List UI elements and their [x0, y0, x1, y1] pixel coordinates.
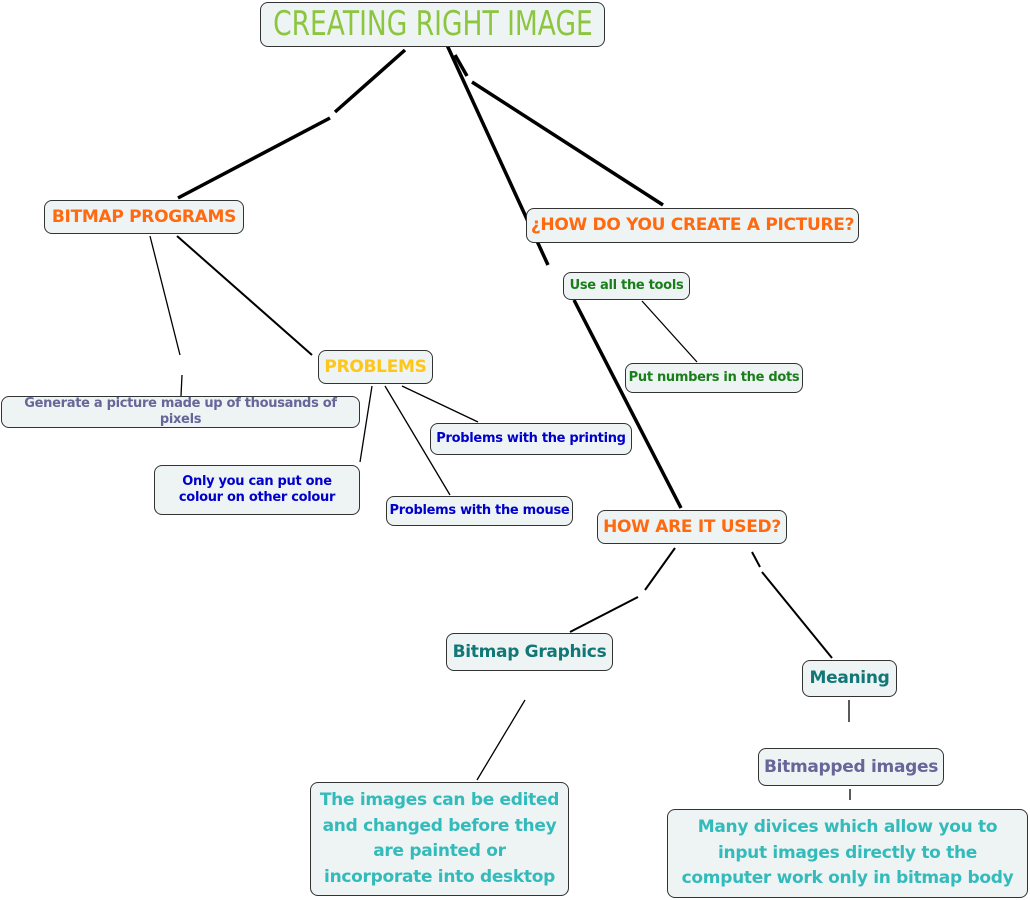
link-title-howcreate: [471, 80, 664, 207]
link-bitmap-problems: [176, 235, 313, 356]
link-howused-meaning: [751, 551, 761, 568]
node-how-used[interactable]: HOW ARE IT USED?: [597, 510, 787, 544]
node-meaning[interactable]: Meaning: [802, 660, 897, 697]
node-generate[interactable]: Generate a picture made up of thousands …: [1, 396, 360, 428]
link-bitmap-generate: [149, 235, 181, 356]
link-tools-numbers: [641, 300, 698, 363]
node-devices[interactable]: Many divices which allow you to input im…: [667, 809, 1028, 898]
link-title-bitmap: [333, 48, 407, 114]
node-use-tools[interactable]: Use all the tools: [563, 272, 690, 300]
root-node[interactable]: CREATING RIGHT IMAGE: [260, 2, 605, 47]
link-problems-colour: [359, 385, 373, 463]
node-mouse[interactable]: Problems with the mouse: [386, 496, 573, 526]
link-howused-graphics: [569, 596, 639, 633]
root-title: CREATING RIGHT IMAGE: [272, 4, 593, 45]
node-one-colour[interactable]: Only you can put one colour on other col…: [154, 465, 360, 515]
node-how-create[interactable]: ¿HOW DO YOU CREATE A PICTURE?: [526, 208, 859, 243]
node-bitmapped-images[interactable]: Bitmapped images: [758, 748, 944, 786]
node-printing[interactable]: Problems with the printing: [430, 423, 632, 455]
link-howused-meaning: [761, 571, 833, 659]
link-howused-graphics: [644, 547, 676, 591]
link-bitmap-generate: [180, 374, 183, 397]
link-graphics-edited: [476, 699, 526, 781]
node-bitmap-programs[interactable]: BITMAP PROGRAMS: [44, 200, 244, 234]
node-put-numbers[interactable]: Put numbers in the dots: [625, 363, 803, 393]
link-title-bitmap: [177, 116, 331, 200]
node-bitmap-graphics[interactable]: Bitmap Graphics: [446, 633, 613, 671]
link-problems-mouse: [384, 385, 451, 496]
node-problems[interactable]: PROBLEMS: [318, 350, 433, 384]
link-title-howcreate: [453, 54, 469, 77]
link-problems-printing: [401, 385, 479, 423]
link-title-howused: [572, 299, 683, 509]
node-edited[interactable]: The images can be edited and changed bef…: [310, 782, 569, 896]
